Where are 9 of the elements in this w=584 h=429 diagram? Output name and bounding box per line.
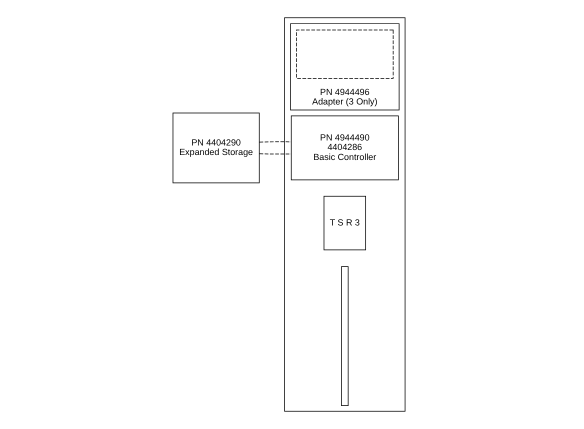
connector <box>259 153 292 154</box>
node-box <box>296 30 394 79</box>
connector <box>259 141 292 142</box>
cluster: PN 4944496 Adapter (3 Only) <box>290 23 400 110</box>
cluster <box>284 17 406 412</box>
node-bar <box>341 266 349 406</box>
node-box: PN 4404290 Expanded Storage <box>172 112 260 184</box>
node-box: T S R 3 <box>324 196 366 250</box>
node-box: PN 4944490 4404286 Basic Controller <box>290 116 399 180</box>
